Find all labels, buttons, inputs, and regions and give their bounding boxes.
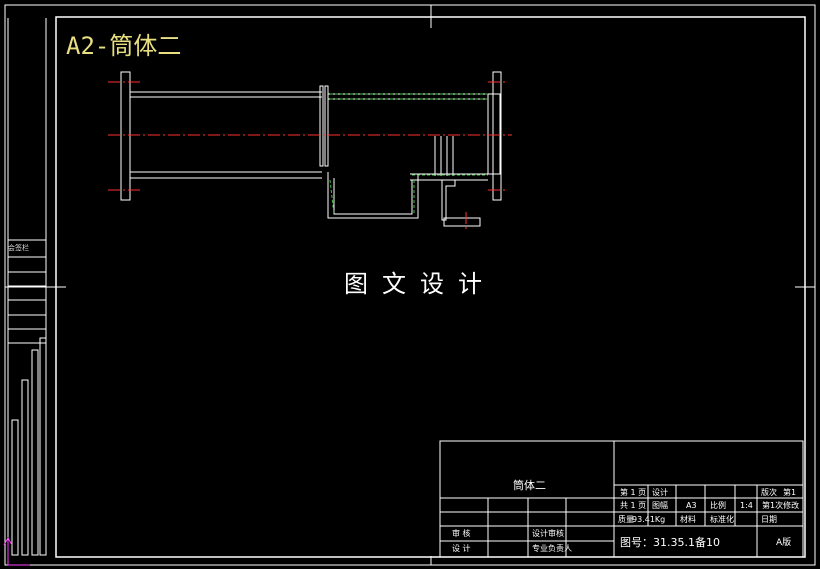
tb-part-name: 筒体二 <box>513 479 546 492</box>
section-hatch <box>329 93 488 215</box>
tb-approve: 设 计 <box>452 544 471 553</box>
tb-review: 审 核 <box>452 529 471 538</box>
tb-drawing-check: 图幅 <box>652 501 668 510</box>
tb-sheet-no: 第 1 页 <box>620 488 647 497</box>
outer-border <box>4 4 816 566</box>
tb-paper-size: A3 <box>686 501 697 510</box>
tb-a-label: A版 <box>776 538 792 548</box>
ucs-icon <box>3 536 30 566</box>
binding-strip <box>7 18 47 556</box>
tb-scale-label: 比例 <box>710 501 726 510</box>
tb-approve2: 专业负责人 <box>532 544 572 553</box>
tb-drawing-number: 图号：31.35.1备10 <box>620 536 720 549</box>
tb-sheet-total: 共 1 页 <box>620 501 647 510</box>
tb-revision: 第1次修改 <box>762 501 800 510</box>
tb-review2: 设计审核 <box>532 529 564 538</box>
tb-date-label: 日期 <box>761 515 777 524</box>
tb-standard-label: 标准化 <box>710 515 734 524</box>
center-marks <box>5 5 815 565</box>
tb-weight-value: 93.41Kg <box>632 515 666 524</box>
tb-material-label: 材料 <box>680 515 696 524</box>
tb-edition-value: 第1 <box>783 488 797 497</box>
tb-design: 设计 <box>652 488 668 497</box>
tb-edition-label: 版次 <box>761 488 777 497</box>
tb-weight-label: 质量 <box>618 515 634 524</box>
side-label: 会签栏 <box>8 244 29 252</box>
centerlines <box>108 81 512 230</box>
title-block-lines <box>439 440 804 558</box>
watermark-text: 图文设计 <box>344 270 496 298</box>
part-drawing <box>120 71 502 227</box>
drawing-title: A2-筒体二 <box>66 32 182 60</box>
tb-scale-value: 1:4 <box>740 501 753 510</box>
